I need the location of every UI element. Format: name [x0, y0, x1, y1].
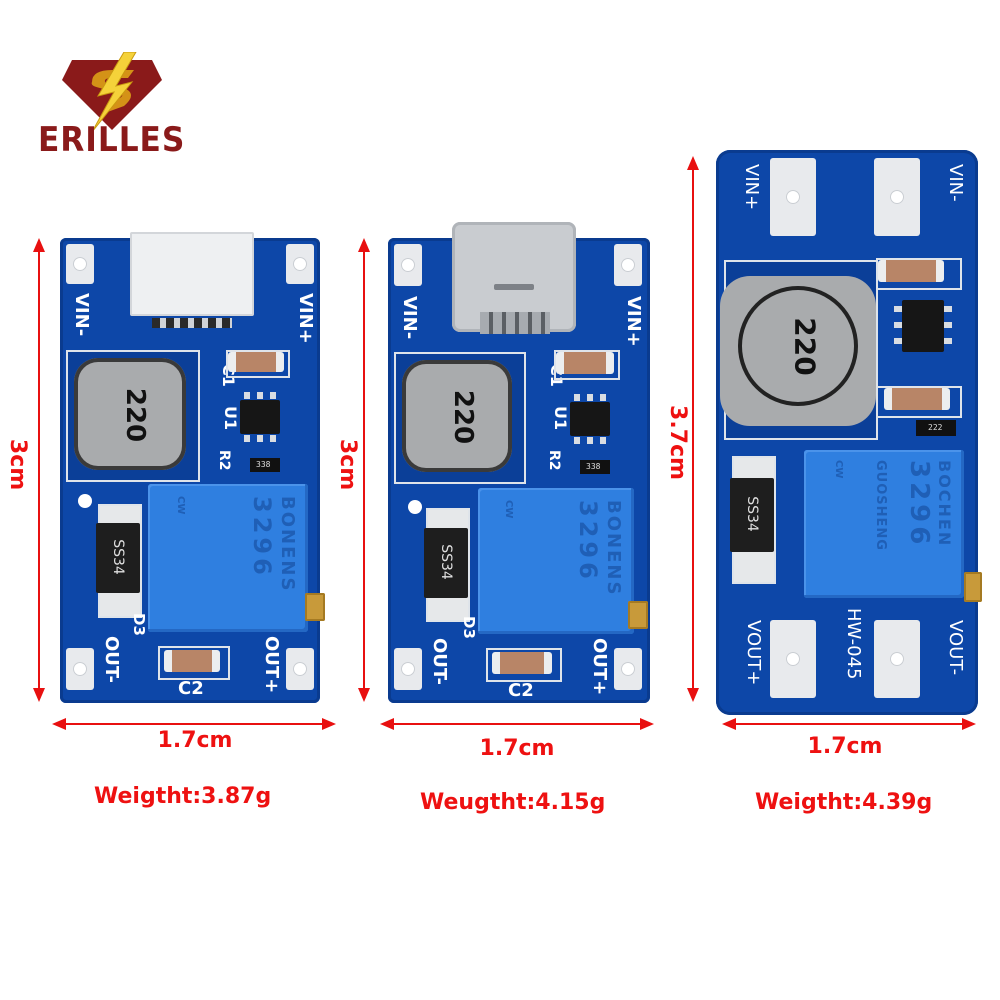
board3-height-label: 3.7cm [664, 405, 690, 480]
pad-out-minus [394, 648, 422, 690]
height-dimension-line [692, 168, 694, 690]
inductor-footprint: 220 [66, 350, 200, 482]
resistor-r2: 338 [250, 458, 280, 472]
ic-boost-controller [894, 300, 952, 352]
height-arrow-top-icon [358, 238, 370, 252]
capacitor-c1 [228, 352, 284, 372]
width-dimension-line [734, 723, 964, 725]
silk-vin-plus: VIN+ [741, 164, 762, 211]
brand-logo-icon [62, 51, 162, 133]
board1-weight-label: Weigtht:3.87g [94, 784, 272, 809]
trimmer-potentiometer[interactable]: BONENS 3296 CW [478, 488, 634, 634]
silk-vin-plus: VIN+ [295, 293, 316, 344]
resistor-r2: 338 [580, 460, 610, 474]
silk-c2: C2 [508, 680, 534, 701]
board2-width-label: 1.7cm [479, 736, 555, 761]
silk-model-hw-045: HW-045 [843, 608, 864, 680]
silk-u1: U1 [221, 406, 240, 431]
diode-ss34: SS34 [96, 523, 140, 593]
pad-vout-minus [874, 620, 920, 698]
width-arrow-left-icon [380, 718, 394, 730]
resistor-feedback: 222 [916, 420, 956, 436]
inductor-footprint: 220 [720, 260, 878, 440]
micro-usb-connector [130, 232, 254, 328]
pad-vin-minus [874, 158, 920, 236]
pad-vin-plus [770, 158, 816, 236]
silk-r2: R2 [216, 450, 232, 471]
usb-c-connector [452, 222, 576, 334]
inductor-220: 220 [402, 360, 512, 472]
pad-out-plus [614, 648, 642, 690]
height-dimension-line [38, 250, 40, 690]
capacitor-c2 [164, 650, 220, 672]
width-arrow-left-icon [52, 718, 66, 730]
pad-vin-plus [614, 244, 642, 286]
width-arrow-right-icon [962, 718, 976, 730]
trimmer-potentiometer[interactable]: BONENS 3296 CW [148, 484, 308, 632]
pad-vout-plus [770, 620, 816, 698]
capacitor-input [878, 260, 944, 282]
width-dimension-line [64, 723, 324, 725]
brand-name: ERILLES [38, 120, 186, 160]
board3-width-label: 1.7cm [807, 734, 883, 759]
board2-weight-label: Weugtht:4.15g [420, 790, 606, 815]
board3-weight-label: Weigtht:4.39g [755, 790, 933, 815]
silk-vin-plus: VIN+ [623, 296, 644, 347]
height-dimension-line [363, 250, 365, 690]
height-arrow-bottom-icon [358, 688, 370, 702]
board1-height-label: 3cm [5, 438, 31, 491]
pot-adjust-screw[interactable] [305, 593, 325, 621]
board-hw-045: VIN+ VIN- 220 222 SS34 BOCHEN 3296 GUOSH… [716, 150, 982, 715]
board1-width-label: 1.7cm [157, 728, 233, 753]
ic-u1 [240, 392, 280, 442]
capacitor-c1 [556, 352, 614, 374]
silk-out-plus: OUT+ [261, 636, 282, 694]
width-arrow-right-icon [640, 718, 654, 730]
height-arrow-top-icon [33, 238, 45, 252]
pot-adjust-screw[interactable] [964, 572, 982, 602]
pad-out-plus [286, 648, 314, 690]
silk-out-plus: OUT+ [589, 638, 610, 696]
ic-u1 [570, 394, 610, 444]
pad-vin-minus [66, 244, 94, 284]
width-arrow-right-icon [322, 718, 336, 730]
silk-out-minus: OUT- [101, 636, 122, 684]
height-arrow-bottom-icon [33, 688, 45, 702]
board2-height-label: 3cm [335, 438, 361, 491]
inductor-220: 220 [738, 286, 858, 406]
height-arrow-bottom-icon [687, 688, 699, 702]
silk-r2: R2 [546, 450, 562, 471]
silk-out-minus: OUT- [429, 638, 450, 686]
silk-c2: C2 [178, 678, 204, 699]
pad-vin-minus [394, 244, 422, 286]
board-usb-c: VIN- VIN+ 220 C1 U1 R2 338 SS34 D3 BONEN… [388, 222, 650, 703]
silk-vin-minus: VIN- [945, 164, 966, 202]
pot-adjust-screw[interactable] [628, 601, 648, 629]
pad-out-minus [66, 648, 94, 690]
inductor-220: 220 [74, 358, 186, 470]
silk-vout-minus: VOUT- [945, 620, 966, 676]
board-micro-usb: VIN- VIN+ 220 C1 U1 R2 338 SS34 D3 BONEN… [60, 232, 325, 703]
diode-ss34: SS34 [730, 478, 774, 552]
trimmer-potentiometer[interactable]: BOCHEN 3296 GUOSHENG CW [804, 450, 964, 598]
width-dimension-line [392, 723, 642, 725]
width-arrow-left-icon [722, 718, 736, 730]
inductor-footprint: 220 [394, 352, 526, 484]
silk-d3: D3 [460, 616, 478, 639]
silk-vout-plus: VOUT+ [743, 620, 764, 686]
silk-vin-minus: VIN- [399, 296, 420, 340]
capacitor-c2 [492, 652, 552, 674]
diode-ss34: SS34 [424, 528, 468, 598]
silk-vin-minus: VIN- [71, 293, 92, 337]
silk-u1: U1 [551, 406, 570, 431]
capacitor-output [884, 388, 950, 410]
silk-d3: D3 [130, 613, 148, 636]
height-arrow-top-icon [687, 156, 699, 170]
pad-vin-plus [286, 244, 314, 284]
